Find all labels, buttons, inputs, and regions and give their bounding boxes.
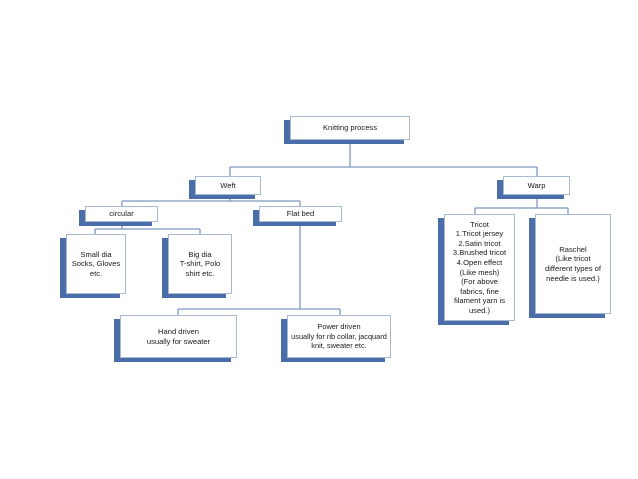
node-flat-bed: Flat bed xyxy=(259,206,342,222)
node-big-dia: Big dia T-shirt, Polo shirt etc. xyxy=(168,234,232,294)
node-weft-label: Weft xyxy=(220,180,236,190)
node-power-driven: Power driven usually for rib collar, jac… xyxy=(287,315,391,358)
node-big-dia-label: Big dia T-shirt, Polo shirt etc. xyxy=(179,249,221,278)
node-knitting-process: Knitting process xyxy=(290,116,410,140)
node-circular-label: circular xyxy=(109,209,134,219)
node-warp-label: Warp xyxy=(527,180,546,190)
node-weft: Weft xyxy=(195,176,261,195)
node-raschel-label: Raschel (Like tricot different types of … xyxy=(544,244,601,283)
node-circular: circular xyxy=(85,206,158,222)
node-small-dia: Small dia Socks, Gloves etc. xyxy=(66,234,126,294)
connectors xyxy=(94,140,569,315)
node-tricot: Tricot 1.Tricot jersey 2.Satin tricot 3.… xyxy=(444,214,515,321)
node-warp: Warp xyxy=(503,176,570,195)
node-raschel: Raschel (Like tricot different types of … xyxy=(535,214,611,314)
node-hand-driven-label: Hand driven usually for sweater xyxy=(146,326,211,346)
node-power-driven-label: Power driven usually for rib collar, jac… xyxy=(291,322,387,351)
node-small-dia-label: Small dia Socks, Gloves etc. xyxy=(71,249,121,278)
node-hand-driven: Hand driven usually for sweater xyxy=(120,315,237,358)
node-flat-bed-label: Flat bed xyxy=(286,209,315,219)
node-knitting-process-label: Knitting process xyxy=(322,123,378,133)
node-tricot-label: Tricot 1.Tricot jersey 2.Satin tricot 3.… xyxy=(452,219,507,315)
